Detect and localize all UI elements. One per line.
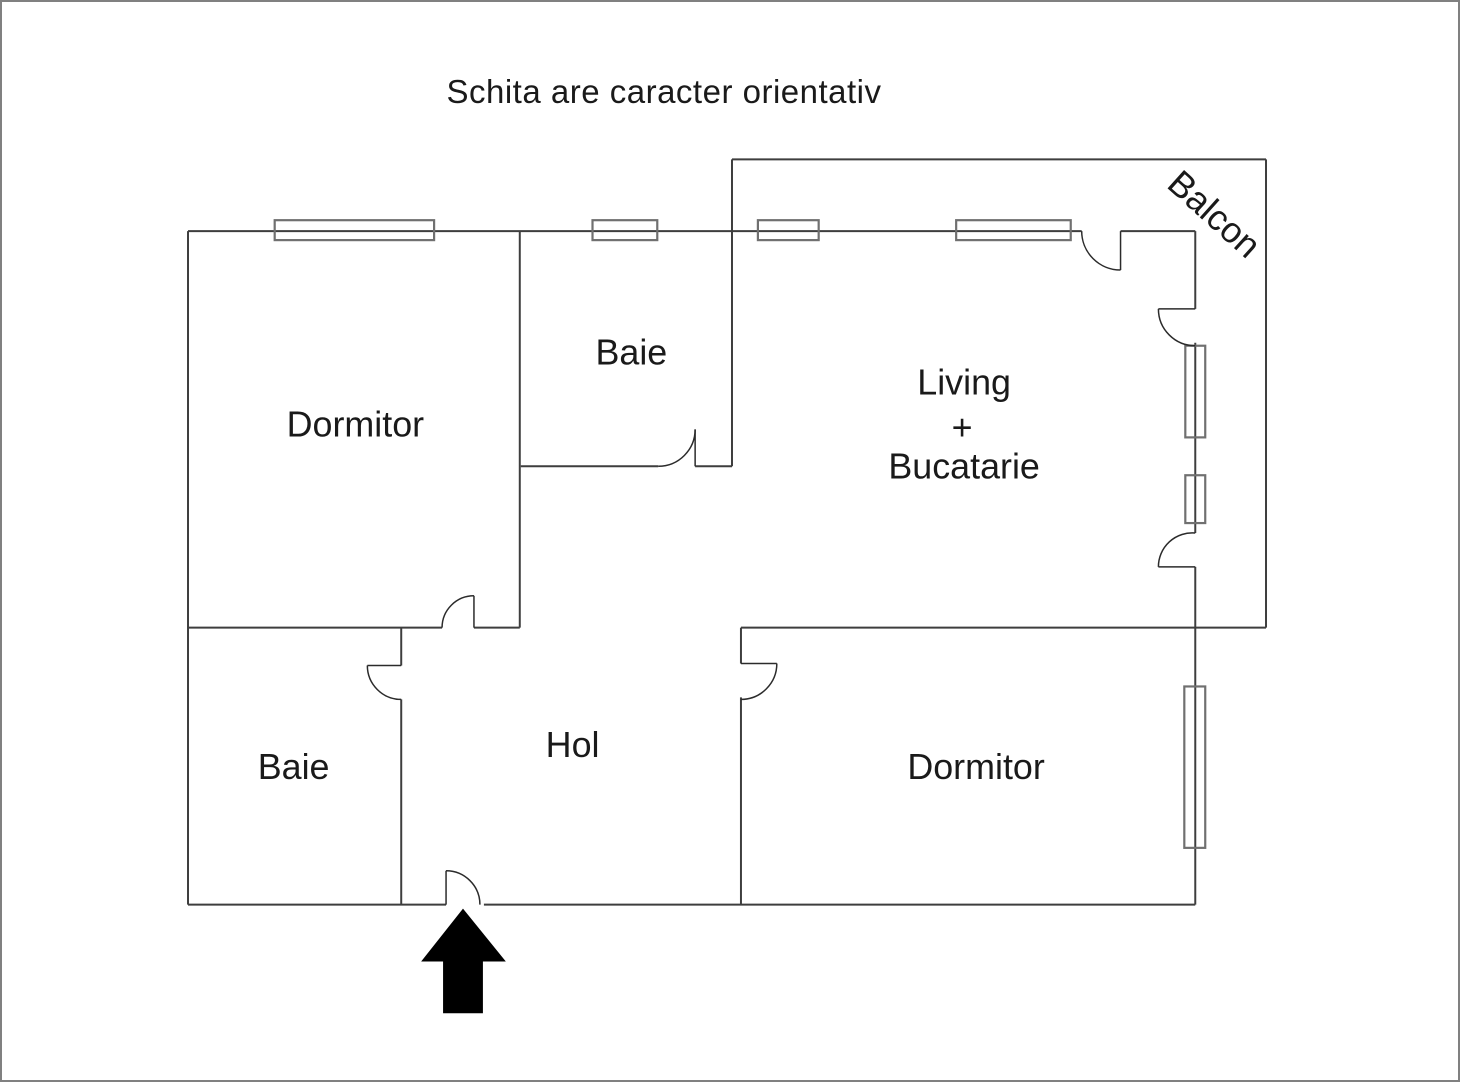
room-label-dormitor-bottom: Dormitor: [907, 747, 1045, 787]
room-label-living-bucatarie: Living: [917, 363, 1011, 403]
plan-title: Schita are caracter orientativ: [446, 73, 882, 110]
room-label-balcon: Balcon: [1160, 163, 1268, 266]
window: [273, 219, 436, 242]
window: [1183, 685, 1207, 849]
room-label-living-bucatarie: +: [952, 407, 973, 447]
room-label-dormitor-top: Dormitor: [287, 404, 425, 444]
room-label-baie-bottom: Baie: [258, 747, 330, 787]
room-label-hol: Hol: [546, 725, 600, 765]
balcony-door-lower-arc: [1157, 532, 1196, 567]
entrance-arrow: [421, 908, 506, 1014]
baie-bottom-door-arc: [366, 665, 402, 701]
room-label-living-bucatarie: Bucatarie: [888, 446, 1040, 486]
entrance-door-arc: [446, 870, 481, 905]
dormitor-top-door-arc: [441, 595, 474, 628]
baie-top-door-arc: [658, 429, 696, 468]
window: [955, 219, 1072, 242]
window: [1184, 474, 1207, 525]
balcony-door-upper-arc: [1157, 308, 1196, 347]
living-top-door-arc: [1080, 231, 1121, 271]
window: [756, 219, 820, 242]
room-label-baie-top: Baie: [595, 333, 667, 373]
window: [591, 219, 659, 242]
dormitor-bottom-door-arc: [740, 663, 778, 701]
